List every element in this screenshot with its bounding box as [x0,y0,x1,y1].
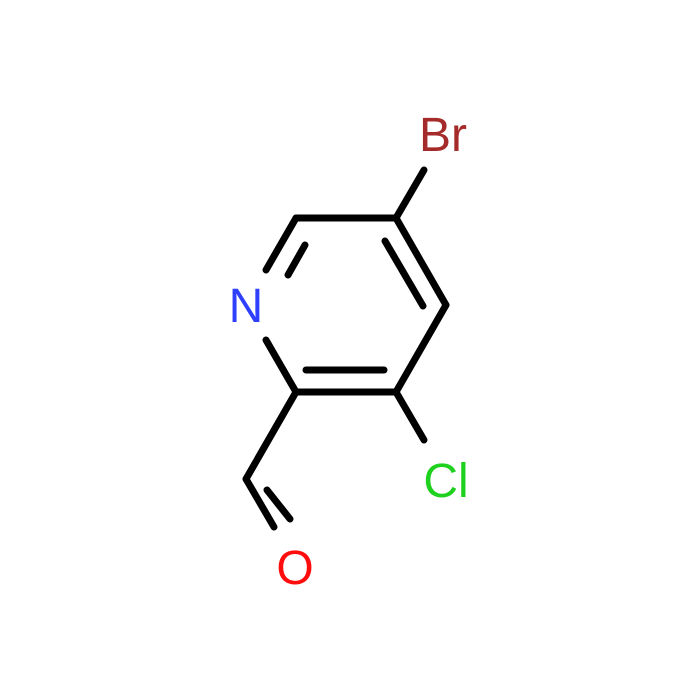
bond-c5-br [392,166,428,222]
atom-label-o: O [276,542,313,595]
bond-c5-c4 [392,214,450,309]
bond-c3-cl [392,388,428,444]
bond-cho-o-inner [263,486,294,523]
bond-c2-cho [242,388,300,483]
bond-n1-c6 [262,214,300,274]
bond-cho-o-outer [242,475,278,531]
atom-label-br: Br [419,109,467,162]
bond-c5-c4-inner [381,237,427,310]
bond-c2-n1 [262,336,300,396]
bond-c4-c3 [392,301,450,396]
bond-n1-c6-inner [284,241,309,279]
atom-label-cl: Cl [423,455,468,508]
atom-label-n: N [229,280,264,333]
